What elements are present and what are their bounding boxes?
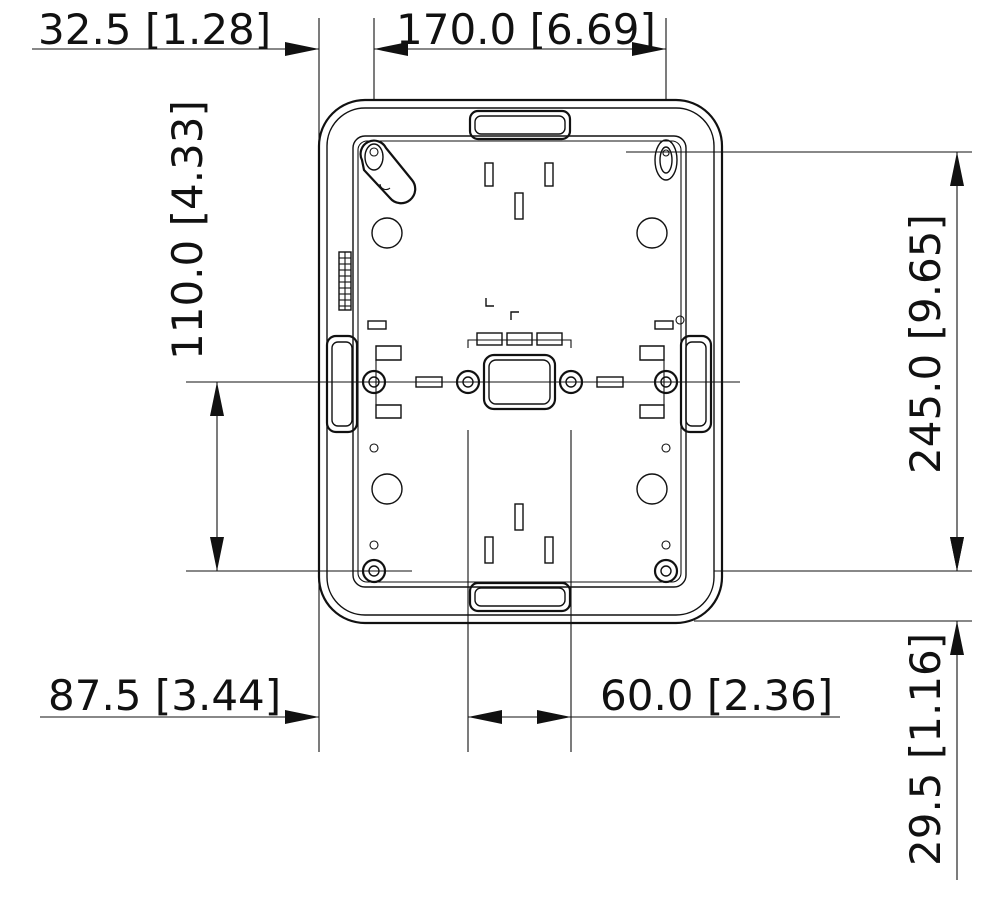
dim-top-width: 170.0 [6.69] xyxy=(396,5,656,54)
dimension-lines xyxy=(32,42,964,880)
side-latches xyxy=(325,251,713,434)
tabs xyxy=(367,162,674,564)
dim-bottom-right-offset: 29.5 [1.16] xyxy=(901,633,950,866)
extension-lines xyxy=(186,18,972,752)
keyhole-mounts xyxy=(359,139,678,205)
dim-left-height: 110.0 [4.33] xyxy=(163,100,212,360)
dim-top-left-offset: 32.5 [1.28] xyxy=(38,5,271,54)
knockout-holes xyxy=(369,217,685,550)
screw-bosses xyxy=(350,369,740,584)
cable-slots xyxy=(468,109,572,613)
center-cable-entry xyxy=(467,298,572,411)
dim-bottom-left-offset: 87.5 [3.44] xyxy=(48,671,281,720)
dim-right-height: 245.0 [9.65] xyxy=(901,214,950,474)
dim-bottom-center-width: 60.0 [2.36] xyxy=(600,671,833,720)
